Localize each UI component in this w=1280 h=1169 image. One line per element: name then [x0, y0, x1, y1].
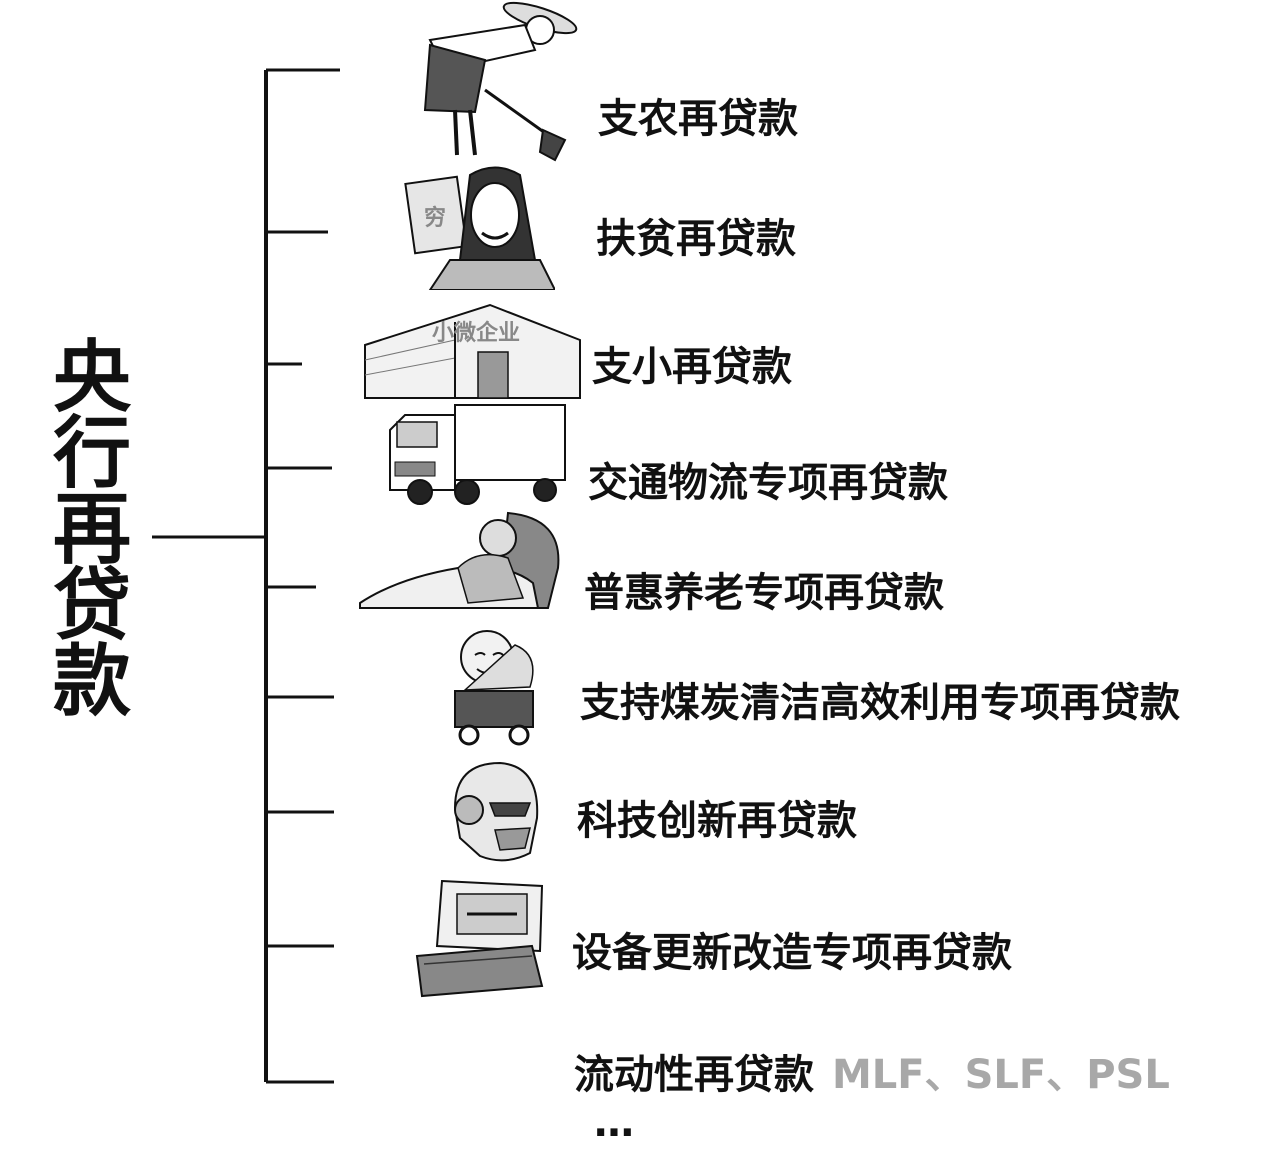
item-label: 支小再贷款 [592, 344, 792, 390]
poor-man-icon: 穷 [404, 166, 555, 290]
farmer-icon [423, 1, 578, 162]
item-label: 设备更新改造专项再贷款 [572, 930, 1012, 976]
root-label: 央行再贷款 [52, 333, 131, 727]
item-note: MLF、SLF、PSL [832, 1052, 1170, 1098]
more-indicator: … [594, 1100, 638, 1146]
item-label: 支持煤炭清洁高效利用专项再贷款 [580, 680, 1180, 726]
sign-text: 穷 [424, 205, 446, 231]
elderly-patient-icon [359, 511, 560, 609]
item-label: 普惠养老专项再贷款 [584, 570, 944, 616]
item-label: 支农再贷款 [598, 96, 798, 142]
coal-cart-icon [454, 630, 534, 746]
item-label: 科技创新再贷款 [577, 798, 857, 844]
small-business-icon: 小微企业 [364, 303, 581, 399]
item-label: 交通物流专项再贷款 [588, 460, 948, 506]
toolbox-icon [415, 879, 544, 998]
item-label: 流动性再贷款 MLF、SLF、PSL [574, 1042, 1170, 1100]
robot-helmet-icon [453, 761, 539, 862]
building-sign-text: 小微企业 [432, 320, 520, 346]
item-label: 扶贫再贷款 [596, 216, 796, 262]
item-label-text: 流动性再贷款 [574, 1052, 814, 1098]
truck-icon [389, 404, 566, 505]
